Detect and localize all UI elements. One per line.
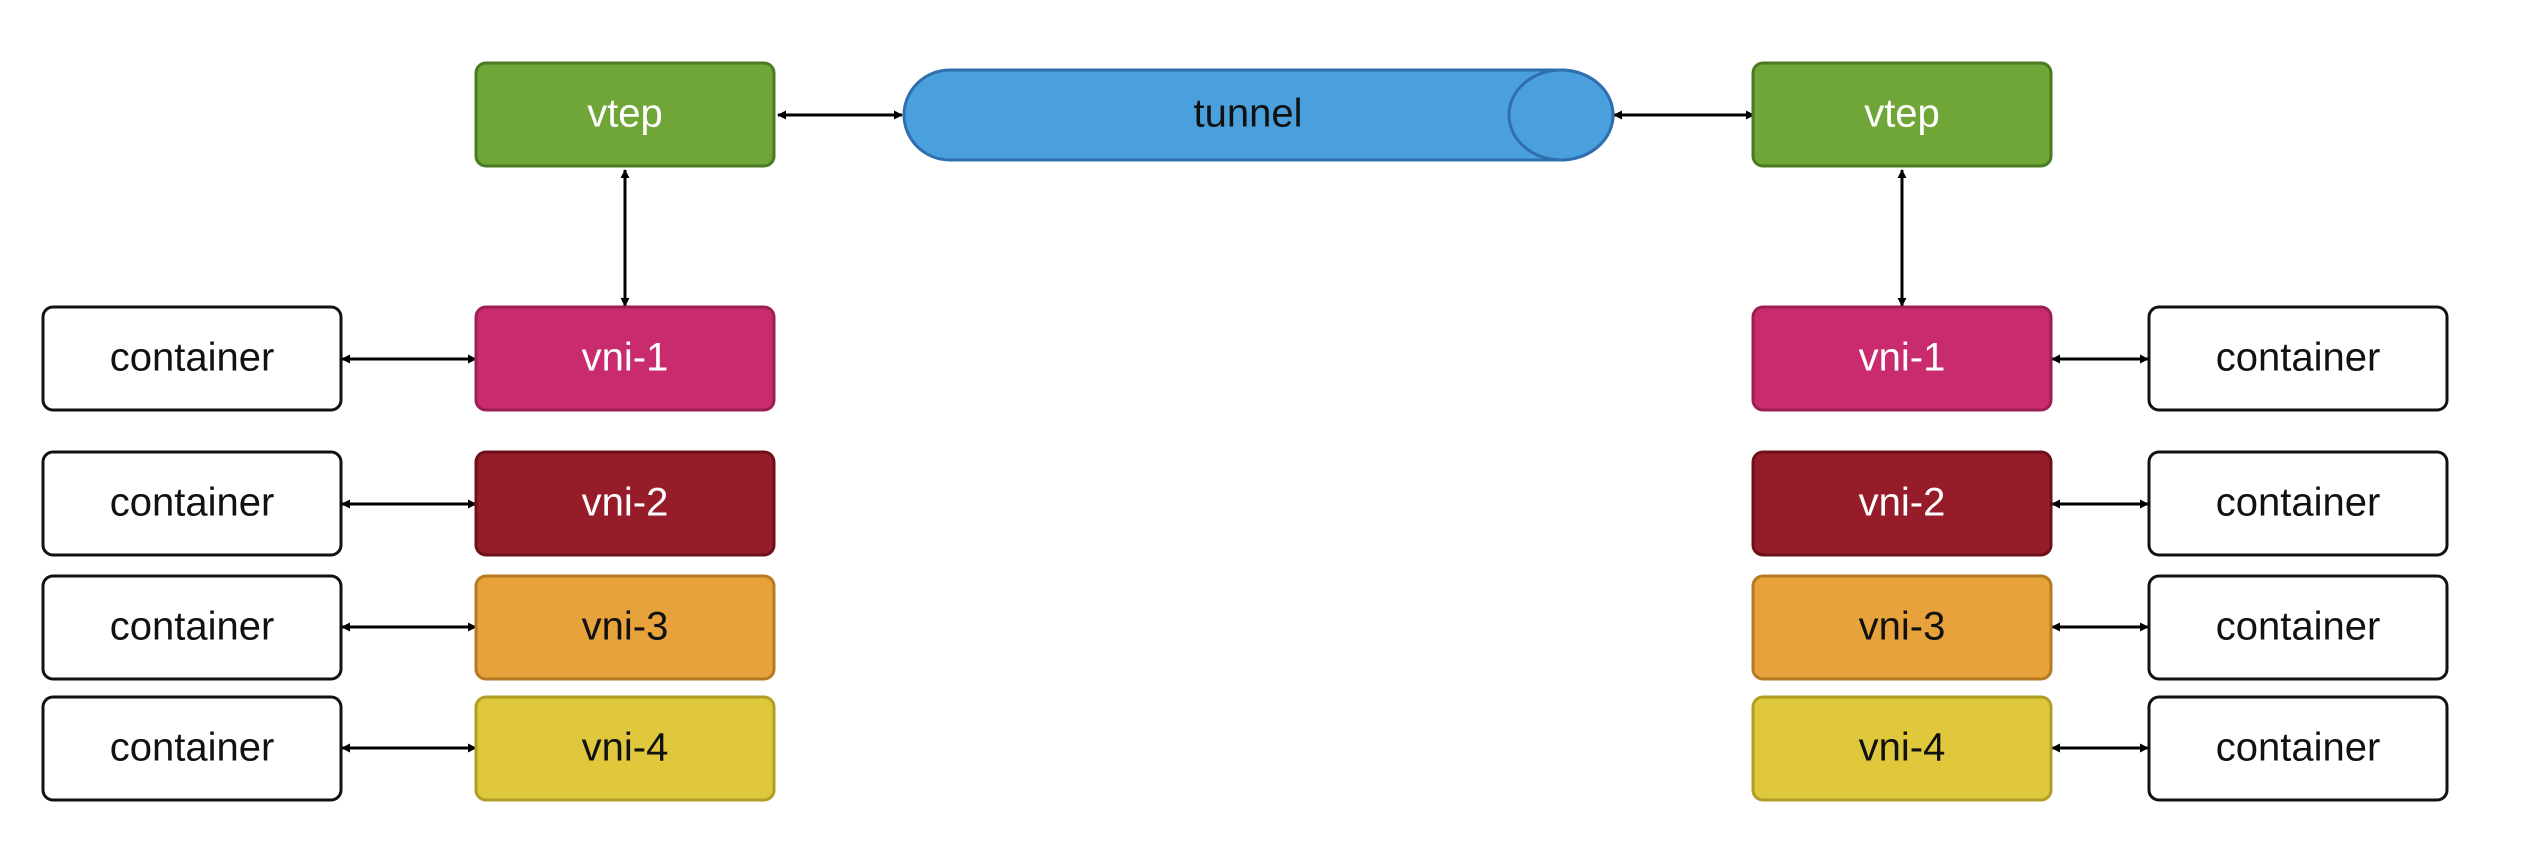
right-container-1-label: container bbox=[2216, 336, 2381, 380]
left-vni-4-node: vni-4 bbox=[474, 695, 776, 802]
right-vni-1-box bbox=[1751, 305, 2053, 412]
left-container-2-box bbox=[41, 450, 343, 557]
left-container-1-label: container bbox=[110, 336, 275, 380]
left-container-4-box bbox=[41, 695, 343, 802]
right-container-4-label: container bbox=[2216, 726, 2381, 770]
right-vtep-box bbox=[1751, 61, 2053, 168]
tunnel-node: tunnel bbox=[902, 68, 1615, 162]
right-vni-4-node: vni-4 bbox=[1751, 695, 2053, 802]
left-vni-1-node: vni-1 bbox=[474, 305, 776, 412]
left-vni-2-box bbox=[474, 450, 776, 557]
right-container-4-box bbox=[2147, 695, 2449, 802]
left-vtep-box bbox=[474, 61, 776, 168]
left-container-2-node: container bbox=[41, 450, 343, 557]
tunnel-label: tunnel bbox=[1194, 92, 1303, 136]
edges bbox=[341, 110, 2149, 753]
right-container-2-label: container bbox=[2216, 481, 2381, 525]
left-container-3-node: container bbox=[41, 574, 343, 681]
right-vni-2-box bbox=[1751, 450, 2053, 557]
left-container-1-node: container bbox=[41, 305, 343, 412]
right-container-3-node: container bbox=[2147, 574, 2449, 681]
left-vni-3-node: vni-3 bbox=[474, 574, 776, 681]
right-vni-1-label: vni-1 bbox=[1859, 336, 1946, 380]
left-vtep-label: vtep bbox=[587, 92, 663, 136]
left-container-2-label: container bbox=[110, 481, 275, 525]
right-container-2-node: container bbox=[2147, 450, 2449, 557]
right-vni-3-box bbox=[1751, 574, 2053, 681]
left-vni-4-label: vni-4 bbox=[582, 726, 669, 770]
right-container-1-node: container bbox=[2147, 305, 2449, 412]
right-vni-1-node: vni-1 bbox=[1751, 305, 2053, 412]
right-vtep-node: vtep bbox=[1751, 61, 2053, 168]
left-vni-1-box bbox=[474, 305, 776, 412]
left-vni-1-label: vni-1 bbox=[582, 336, 669, 380]
right-vni-4-box bbox=[1751, 695, 2053, 802]
left-vni-3-label: vni-3 bbox=[582, 605, 669, 649]
left-vni-2-node: vni-2 bbox=[474, 450, 776, 557]
left-container-4-label: container bbox=[110, 726, 275, 770]
right-vni-3-node: vni-3 bbox=[1751, 574, 2053, 681]
right-vni-3-label: vni-3 bbox=[1859, 605, 1946, 649]
left-container-1-box bbox=[41, 305, 343, 412]
left-container-4-node: container bbox=[41, 695, 343, 802]
tunnel-end-cap bbox=[1507, 68, 1615, 162]
right-container-4-node: container bbox=[2147, 695, 2449, 802]
right-vni-4-label: vni-4 bbox=[1859, 726, 1946, 770]
right-container-2-box bbox=[2147, 450, 2449, 557]
left-container-3-box bbox=[41, 574, 343, 681]
left-vni-4-box bbox=[474, 695, 776, 802]
right-container-1-box bbox=[2147, 305, 2449, 412]
left-container-3-label: container bbox=[110, 605, 275, 649]
left-vtep-node: vtep bbox=[474, 61, 776, 168]
right-vni-2-label: vni-2 bbox=[1859, 481, 1946, 525]
right-container-3-label: container bbox=[2216, 605, 2381, 649]
left-vni-2-label: vni-2 bbox=[582, 481, 669, 525]
left-vni-3-box bbox=[474, 574, 776, 681]
right-vtep-label: vtep bbox=[1864, 92, 1940, 136]
right-container-3-box bbox=[2147, 574, 2449, 681]
right-vni-2-node: vni-2 bbox=[1751, 450, 2053, 557]
